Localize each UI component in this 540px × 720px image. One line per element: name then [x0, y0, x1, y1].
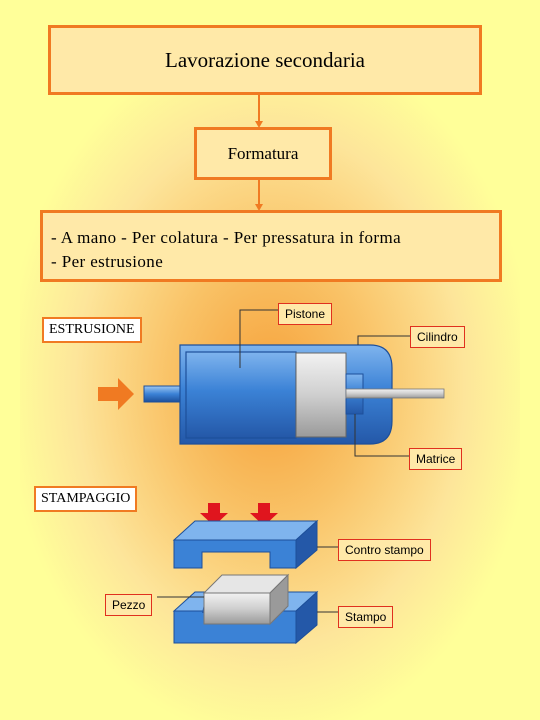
press-arrow-left-icon — [200, 503, 228, 526]
leader-piston — [239, 309, 278, 368]
subtitle-box: Formatura — [194, 127, 332, 180]
flow-arrow-2 — [255, 180, 263, 211]
section-label-extrusion: ESTRUSIONE — [42, 317, 142, 343]
upper-die-front — [173, 539, 297, 569]
billet — [295, 352, 347, 438]
methods-line-1: - A mano - Per colatura - Per pressatura… — [51, 228, 402, 247]
label-piston: Pistone — [278, 303, 333, 325]
upper-die-top-face — [172, 520, 319, 541]
piece-front-face — [203, 592, 271, 625]
main-title: Lavorazione secondaria — [165, 47, 365, 72]
main-title-box: Lavorazione secondaria — [48, 25, 482, 95]
piston-body — [185, 351, 297, 439]
label-piece: Pezzo — [105, 594, 153, 616]
label-lower-die: Stampo — [338, 606, 394, 628]
leader-cylinder — [357, 335, 410, 345]
label-die: Matrice — [409, 448, 463, 470]
extruded-rod — [345, 388, 445, 399]
label-cylinder: Cilindro — [410, 326, 465, 348]
section-label-stamping: STAMPAGGIO — [34, 486, 138, 512]
methods-line-2: - Per estrusione — [51, 252, 164, 271]
piston-rod — [143, 385, 185, 403]
leader-die — [354, 414, 409, 457]
label-upper-die: Contro stampo — [338, 539, 431, 561]
subtitle: Formatura — [227, 143, 299, 163]
flow-arrow-1 — [255, 95, 263, 128]
press-arrow-right-icon — [250, 503, 278, 526]
extrusion-push-arrow-icon — [98, 378, 134, 410]
methods-box: - A mano - Per colatura - Per pressatura… — [40, 210, 502, 282]
